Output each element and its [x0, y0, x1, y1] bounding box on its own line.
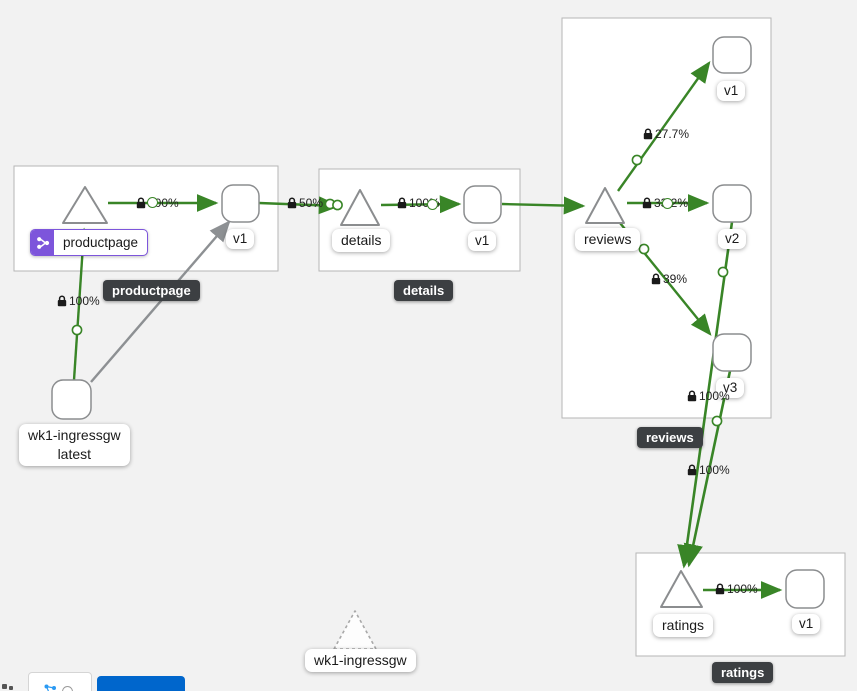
zoom-control-fragment[interactable]	[9, 686, 13, 690]
edge-reviews-v3-to-ratings[interactable]	[683, 370, 732, 568]
group-badge-reviews: reviews	[637, 427, 703, 448]
legend-button[interactable]	[97, 676, 185, 691]
node-label-ratings-v1[interactable]: v1	[792, 614, 821, 635]
edge-label: 39%	[651, 272, 687, 286]
edge-waypoint-circle	[711, 415, 723, 427]
group-badge-productpage: productpage	[103, 280, 200, 301]
lock-icon	[643, 128, 653, 140]
workload-node-ratings-v1[interactable]	[785, 569, 825, 609]
edge-traffic-pct: 100%	[699, 389, 730, 403]
edge-traffic-pct: 39%	[663, 272, 688, 286]
lock-icon	[397, 197, 407, 209]
lock-icon	[287, 197, 297, 209]
node-label-details[interactable]: details	[332, 229, 391, 252]
edge-label: 50%	[287, 196, 323, 210]
node-label-productpage[interactable]: productpage	[30, 229, 149, 256]
edge-label: 100%	[397, 196, 440, 210]
edge-ingress-to-productpage-v1[interactable]	[90, 220, 231, 383]
node-label-reviews-v2[interactable]: v2	[718, 229, 747, 250]
node-label-idle-wk1-ingressgw[interactable]: wk1-ingressgw	[305, 649, 416, 672]
edge-label: 100%	[687, 389, 730, 403]
lock-icon	[687, 390, 697, 402]
edge-traffic-pct: 100%	[727, 582, 758, 596]
node-label-reviews[interactable]: reviews	[575, 228, 641, 251]
edge-reviews-to-v1[interactable]	[617, 61, 711, 192]
node-label-ratings[interactable]: ratings	[653, 614, 714, 637]
edge-waypoint-circle	[717, 266, 729, 278]
lock-icon	[136, 197, 146, 209]
workload-node-reviews-v1[interactable]	[712, 36, 752, 74]
edge-label: 100%	[136, 196, 179, 210]
graph-icon	[44, 684, 56, 691]
edge-details-v1-to-reviews[interactable]	[501, 196, 586, 215]
lock-icon	[57, 295, 67, 307]
workload-node-reviews-v3[interactable]	[712, 333, 752, 372]
edge-waypoint-circle	[332, 199, 343, 211]
node-label-reviews-v1[interactable]: v1	[717, 81, 746, 102]
virtual-service-branch-icon	[31, 230, 54, 255]
node-label-reviews-v3[interactable]: v3	[716, 378, 745, 399]
edge-waypoint-circle	[147, 197, 158, 208]
edge-label: 100%	[687, 463, 730, 477]
service-node-reviews[interactable]	[585, 187, 625, 224]
edge-label: 27.7%	[643, 127, 689, 141]
node-label-productpage-v1[interactable]: v1	[226, 229, 255, 250]
edge-details-to-v1[interactable]	[380, 195, 462, 214]
lock-icon	[687, 464, 697, 476]
service-node-details[interactable]	[340, 189, 380, 226]
edge-traffic-pct: 100%	[699, 463, 730, 477]
node-version-label: latest	[57, 445, 92, 462]
edge-label: 100%	[57, 294, 100, 308]
edge-traffic-pct: 50%	[299, 196, 324, 210]
help-icon	[62, 686, 73, 691]
edge-label: 100%	[715, 582, 758, 596]
workload-node-reviews-v2[interactable]	[712, 184, 752, 223]
edge-traffic-pct: 100%	[69, 294, 100, 308]
node-label-text: productpage	[63, 235, 139, 250]
group-badge-ratings: ratings	[712, 662, 774, 683]
edge-waypoint-circle	[427, 199, 438, 210]
lock-icon	[651, 273, 661, 285]
edge-waypoint-circle	[71, 324, 83, 336]
edge-waypoint-circle	[631, 154, 643, 166]
node-label-wk1-ingressgw[interactable]: wk1-ingressgw latest	[19, 424, 130, 466]
edge-waypoint-circle	[638, 243, 650, 255]
service-node-ratings[interactable]	[660, 570, 703, 608]
lock-icon	[715, 583, 725, 595]
edge-label: 33.2%	[642, 196, 688, 210]
edge-waypoint-circle	[662, 198, 673, 209]
edge-reviews-v2-to-ratings[interactable]	[677, 221, 734, 569]
workload-node-productpage-v1[interactable]	[221, 184, 260, 223]
group-badge-details: details	[394, 280, 454, 301]
graph-settings-button[interactable]	[28, 672, 92, 691]
service-node-productpage[interactable]	[62, 186, 108, 224]
idle-service-node-wk1-ingressgw[interactable]	[333, 610, 377, 650]
node-label-details-v1[interactable]: v1	[468, 231, 497, 252]
lock-icon	[642, 197, 652, 209]
zoom-control-fragment[interactable]	[2, 684, 7, 689]
edge-traffic-pct: 27.7%	[655, 127, 690, 141]
workload-node-wk1-ingressgw[interactable]	[51, 379, 92, 420]
workload-node-details-v1[interactable]	[463, 185, 502, 224]
